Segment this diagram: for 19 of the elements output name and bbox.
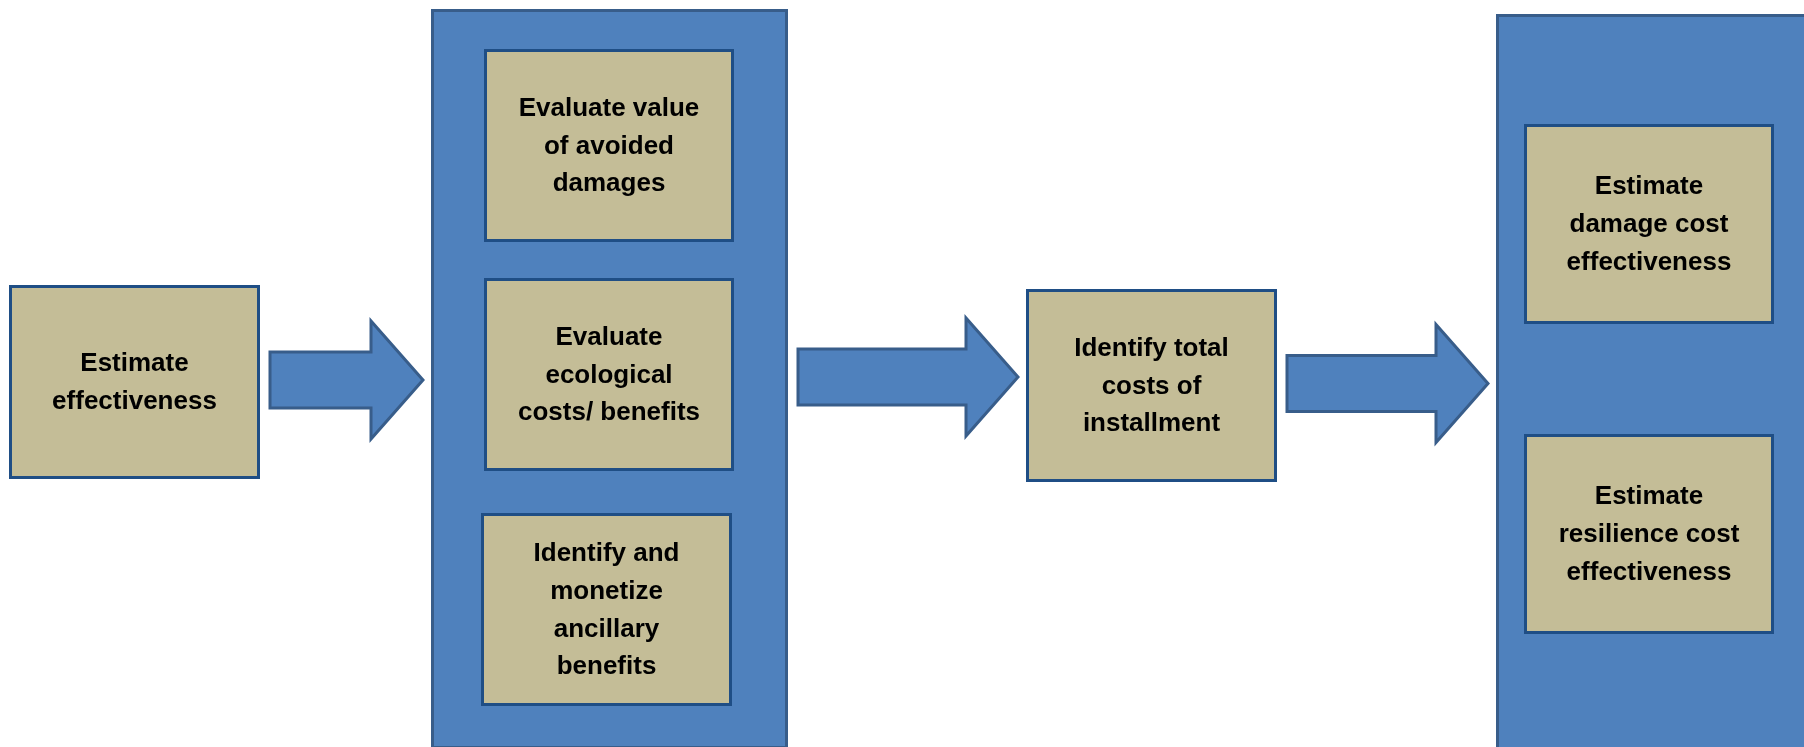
- box-label: Estimate damage cost effectiveness: [1565, 169, 1733, 278]
- block-arrow: [1285, 320, 1490, 447]
- box-label: Estimate effectiveness: [51, 346, 218, 417]
- block-arrow: [268, 317, 425, 443]
- process-box: [1524, 434, 1774, 634]
- box-label: Evaluate value of avoided damages: [517, 90, 701, 200]
- panel-box: [1496, 14, 1804, 747]
- process-box: [1524, 124, 1774, 324]
- process-box: [1026, 289, 1277, 482]
- process-box: [9, 285, 260, 479]
- process-box: [484, 49, 734, 242]
- panel-box: [431, 9, 788, 747]
- box-label: Identify and monetize ancillary benefits: [532, 536, 681, 683]
- process-box: [484, 278, 734, 471]
- process-box: [481, 513, 732, 706]
- box-label: Evaluate ecological costs/ benefits: [517, 319, 701, 429]
- box-label: Identify total costs of installment: [1073, 330, 1230, 440]
- block-arrow: [796, 314, 1020, 440]
- box-label: Estimate resilience cost effectiveness: [1557, 479, 1741, 588]
